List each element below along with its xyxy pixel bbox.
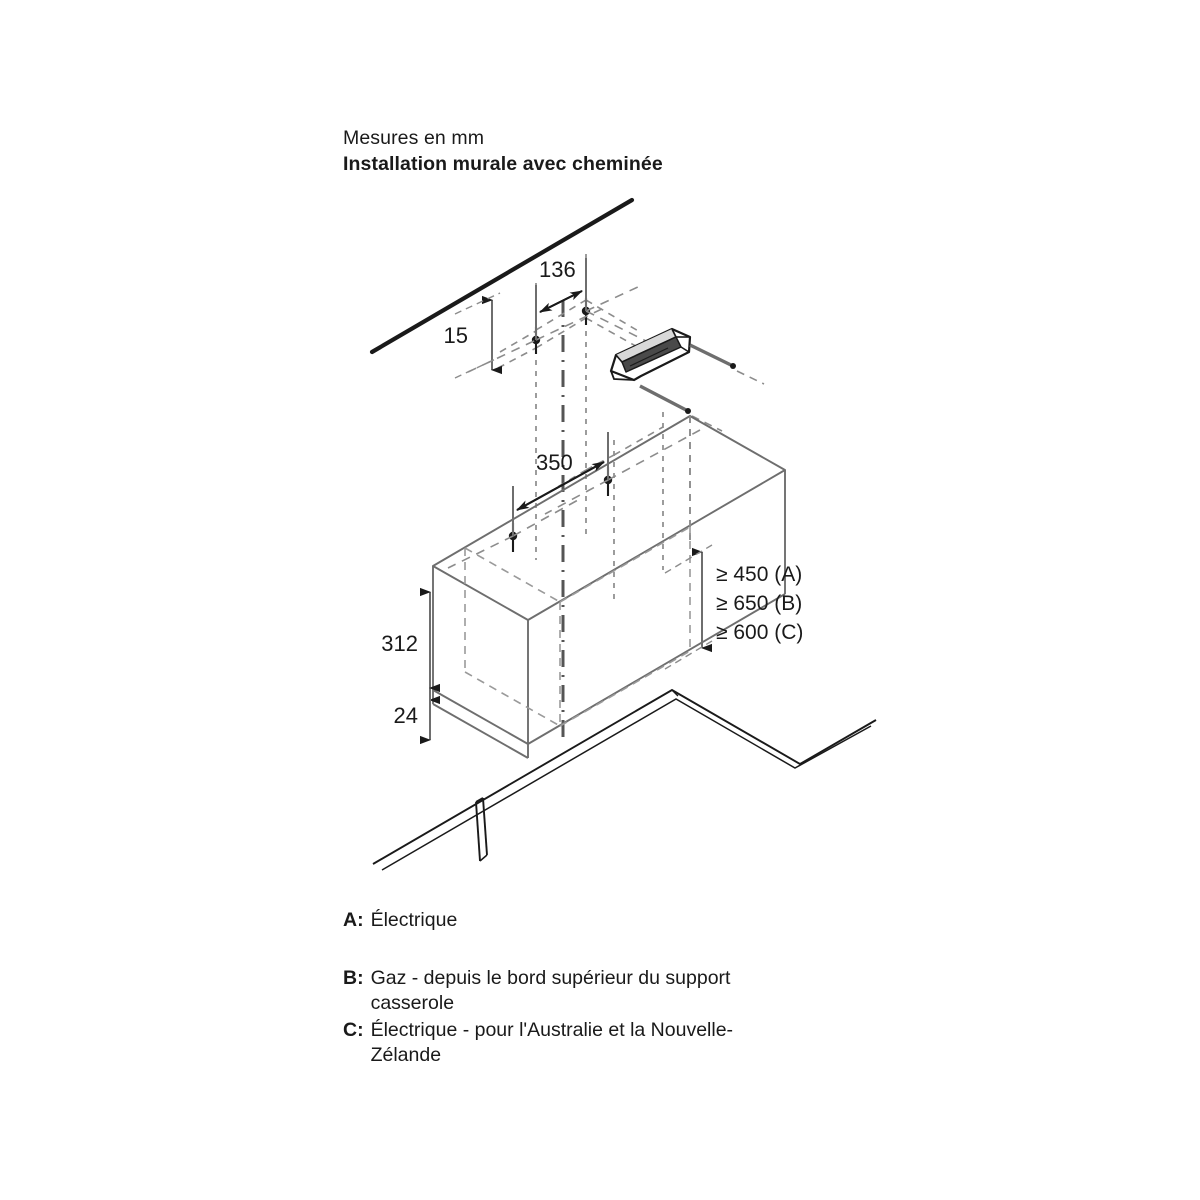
clearance-a-label: ≥ 450 (A): [716, 563, 802, 586]
dimension-24-label: 24: [394, 703, 418, 728]
legend-key-b: B:: [343, 966, 364, 989]
cooktop-outline: [372, 688, 877, 871]
chimney-guide-lines: [535, 254, 664, 600]
bracket-screws: [639, 343, 765, 432]
legend-key-c: C:: [343, 1018, 364, 1041]
hood-hidden-edges: [464, 526, 691, 727]
dimension-136-label: 136: [539, 257, 576, 282]
fixing-point-markers: [508, 298, 613, 552]
dimension-312: 312: [381, 587, 440, 705]
legend-item-b: B: Gaz - depuis le bord supérieur du sup…: [343, 966, 773, 1016]
chimney-duct-outline: [497, 299, 664, 501]
legend-text-a: Électrique: [370, 909, 458, 931]
legend-text-b: Gaz - depuis le bord supérieur du suppor…: [370, 966, 731, 1014]
screw-lower: [639, 384, 723, 432]
units-note: Mesures en mm: [343, 127, 485, 149]
dimension-15: 15: [444, 292, 502, 379]
legend-key-a: A:: [343, 909, 364, 931]
dimension-312-label: 312: [381, 631, 418, 656]
ceiling-line: [369, 197, 635, 355]
header-block: Mesures en mm Installation murale avec c…: [343, 126, 663, 177]
fixing-point-leaders: [447, 285, 701, 569]
page-title: Installation murale avec cheminée: [343, 152, 663, 175]
legend: A: Électrique B: Gaz - depuis le bord su…: [343, 908, 773, 1068]
cooker-hood-body: [432, 415, 786, 759]
legend-item-a: A: Électrique: [343, 908, 773, 933]
dimension-24: 24: [394, 683, 440, 745]
dimension-350-label: 350: [536, 450, 573, 475]
screw-upper: [689, 343, 765, 385]
dimension-15-label: 15: [444, 323, 468, 348]
wall-mount-bracket: [609, 327, 692, 382]
legend-text-c: Électrique - pour l'Australie et la Nouv…: [370, 1018, 734, 1066]
dimension-350: 350: [512, 432, 609, 536]
dimension-136: 136: [535, 257, 587, 340]
clearance-c-label: ≥ 600 (C): [716, 621, 803, 644]
legend-item-c: C: Électrique - pour l'Australie et la N…: [343, 1018, 773, 1068]
clearance-dimension: ≥ 450 (A) ≥ 650 (B) ≥ 600 (C): [664, 544, 803, 670]
clearance-b-label: ≥ 650 (B): [716, 592, 802, 615]
